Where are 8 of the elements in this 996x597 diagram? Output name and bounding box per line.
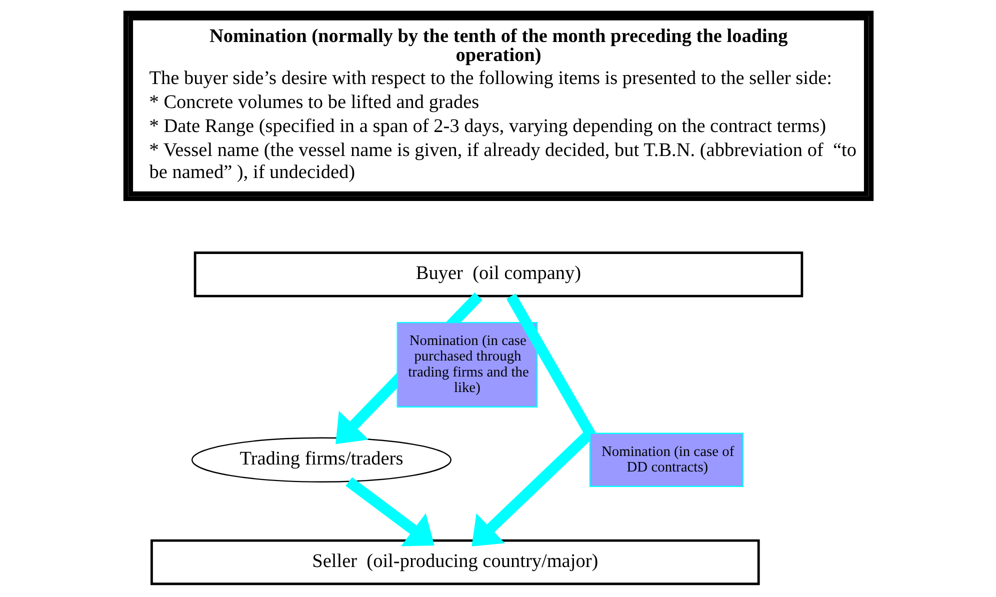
arrow: [345, 477, 434, 546]
node-box: Seller (oil-producing country/major): [150, 539, 760, 586]
arrow: [471, 293, 595, 546]
edge-label: Nomination (in case of DD contracts): [600, 444, 734, 476]
edge-label: Nomination (in case purchased through trading firms and the like): [408, 332, 528, 396]
node-ellipse: Trading firms/traders: [191, 437, 451, 482]
node-box: Nomination (normally by the tenth of the month preceding the loading operation) The buyer side’s desire with respect to the following items is presented to the seller side: * Concrete volumes to be lifted and grades * Date Range (specified in a span of 2-3 days, varying depending on the contract terms) * Vessel name (the vessel name is given, if already decided, but T.B.N. (abbreviation of “to be named” ), if undecided): [122, 10, 874, 201]
node-box: Buyer (oil company): [193, 252, 803, 298]
